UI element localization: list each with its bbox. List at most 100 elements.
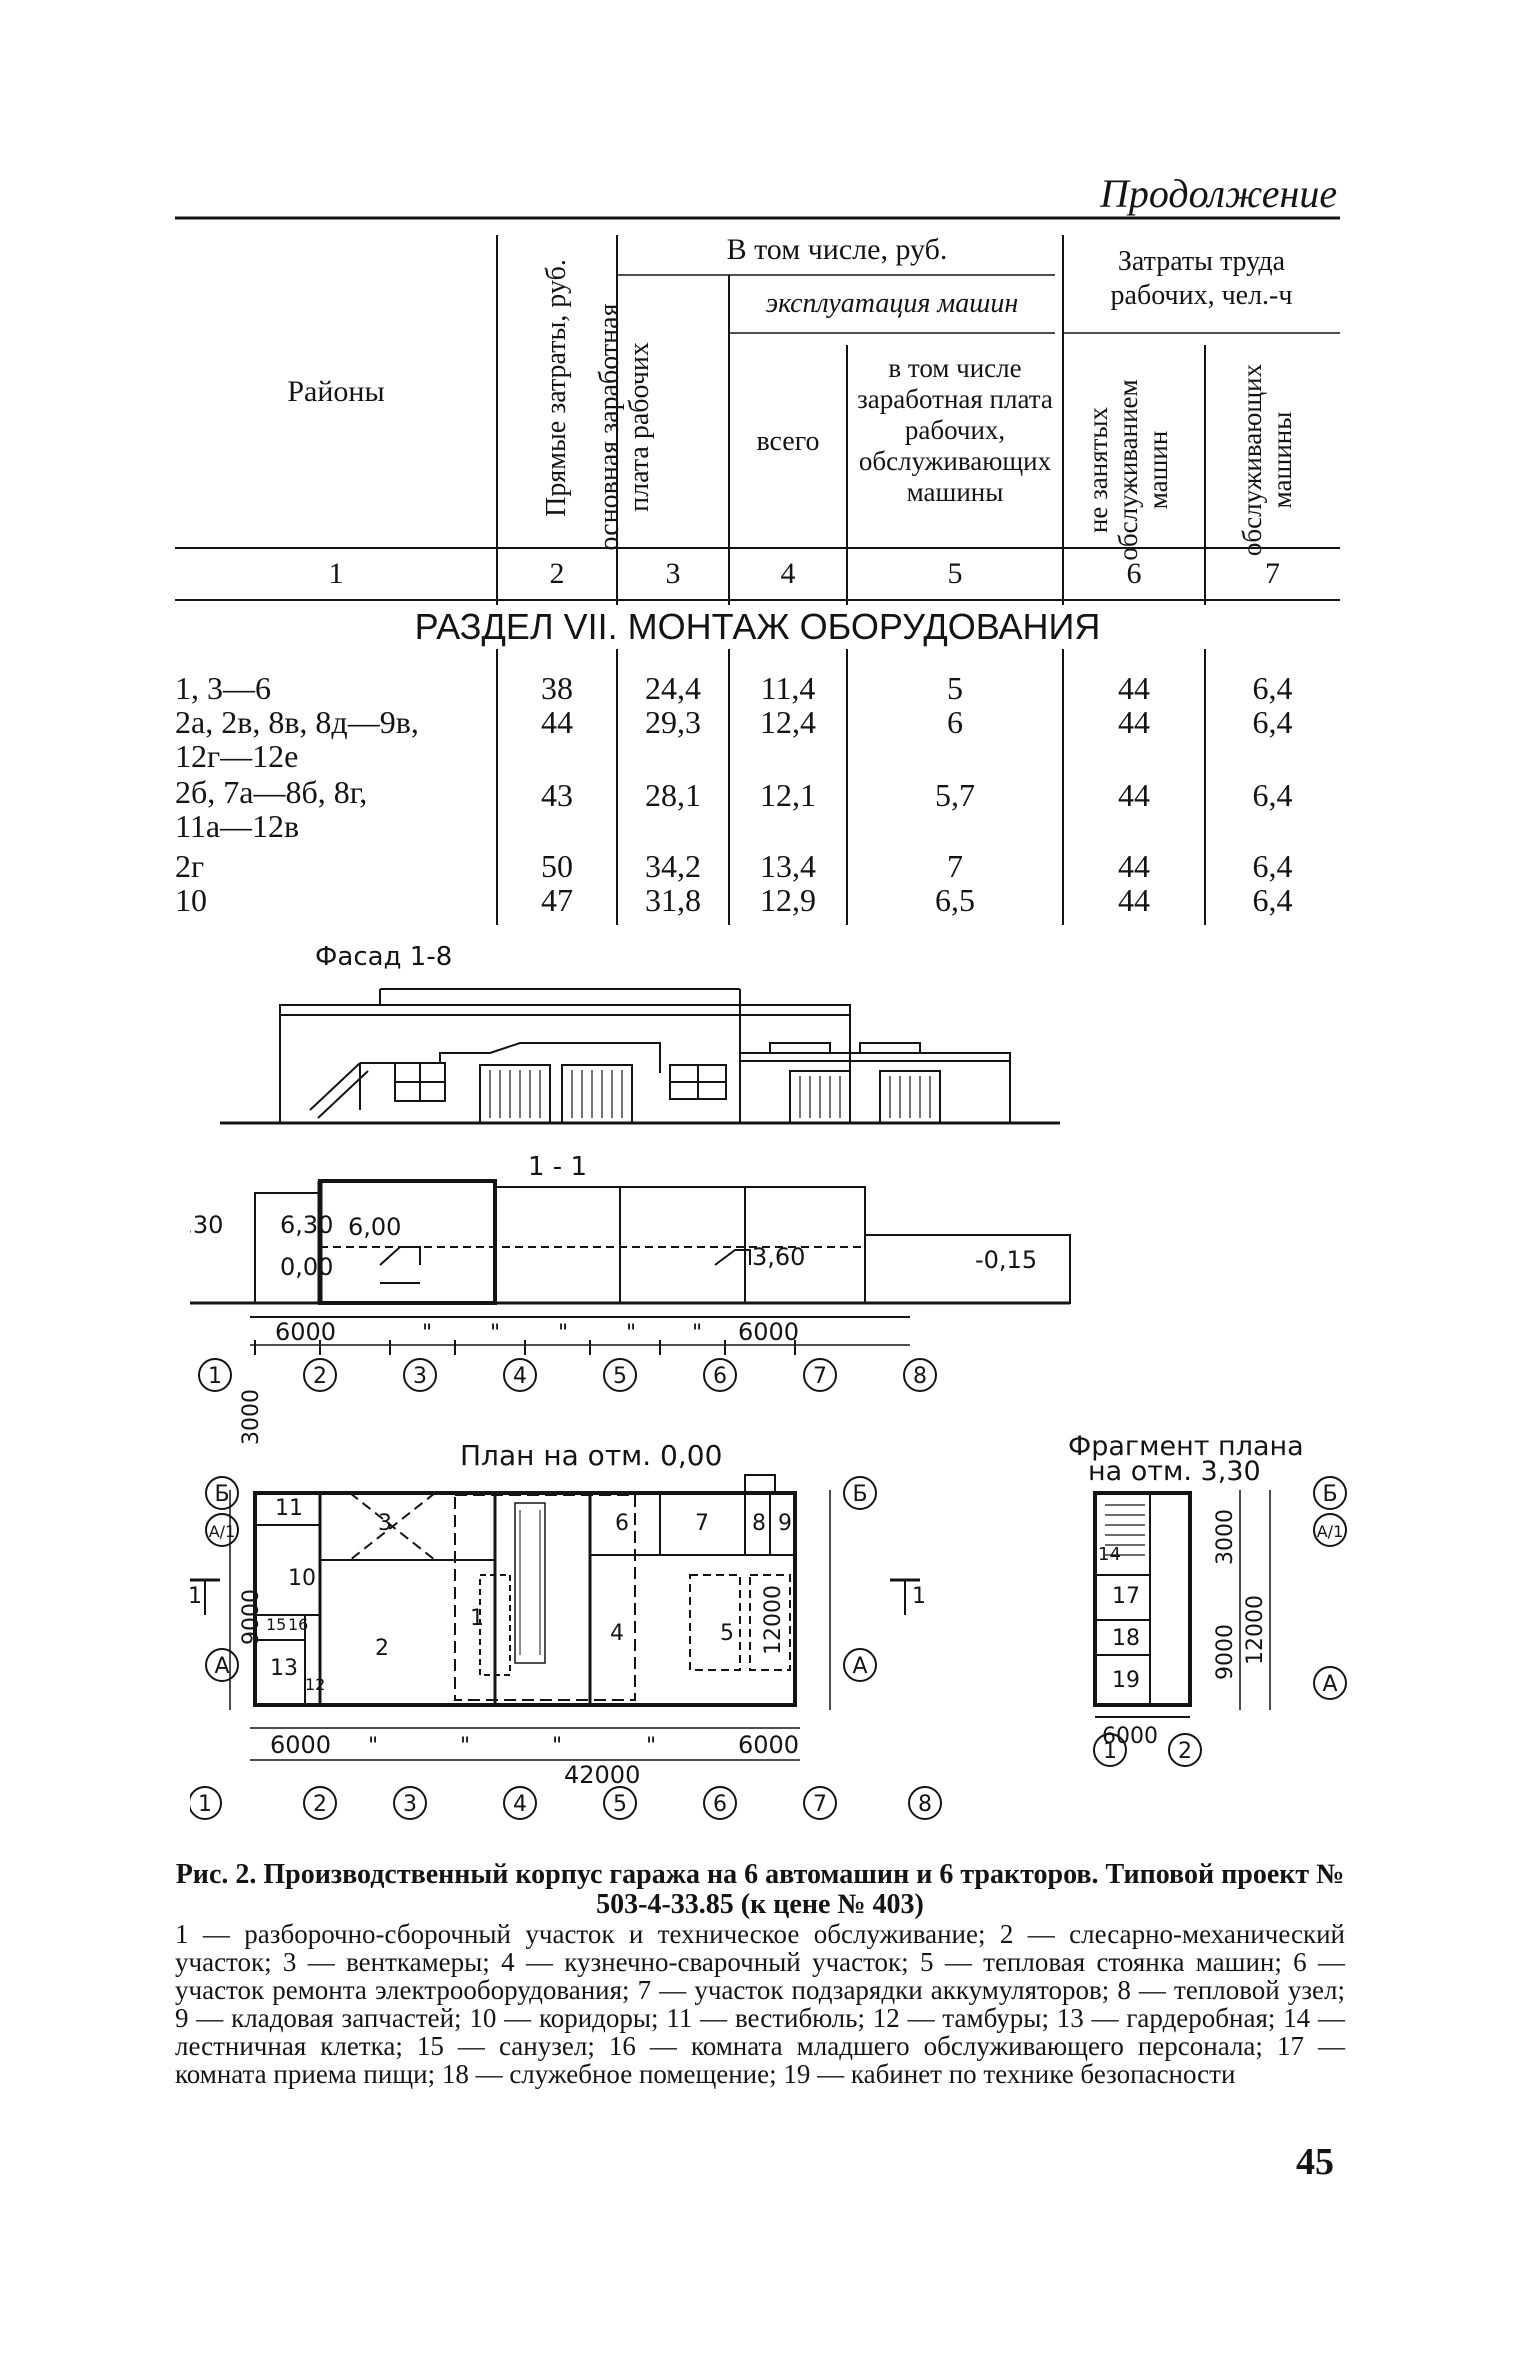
axis-label: 2 [313,1792,327,1817]
table-cell: 50 [541,848,573,884]
plan-drawing [253,1474,797,1707]
dim-label: 6000 [270,1731,331,1759]
dim-label: 6000 [738,1318,799,1346]
dim-label: 6000 [1102,1724,1158,1749]
room-label: 9 [778,1511,792,1536]
table-rules [175,216,1340,925]
axis-label: А [852,1654,867,1679]
header-machine-wage: в том числе заработная плата рабочих, об… [857,353,1053,507]
dim-label: " [422,1321,432,1346]
axis-label: Б [1322,1482,1337,1507]
room-label: 14 [1098,1544,1121,1565]
facade-drawing [220,988,1060,1125]
header-machine-labor: обслуживающих машины [1237,363,1297,557]
section-drawing [190,1179,1071,1318]
axis-label: 5 [613,1792,627,1817]
dim-label: 9000 [239,1589,264,1645]
room-label: 1 [470,1606,484,1631]
col-number: 2 [549,557,565,590]
room-labels: 1 2 3 4 5 6 7 8 9 10 11 12 13 14 15 16 1… [266,1496,1140,1694]
table-cell: 13,4 [760,848,816,884]
continuation-label: Продолжение [1100,171,1338,216]
header-total: всего [756,426,820,457]
cost-table: Районы Прямые затраты, руб. В том числе,… [175,215,1340,925]
elev-label: 6,00 [348,1213,401,1241]
table-cell: 44 [541,704,573,740]
cut-label: 1 [912,1584,926,1609]
fragment-title: Фрагмент плана [1068,1431,1304,1462]
elev-label: 6,30 [280,1211,333,1239]
axis-label: 6 [713,1364,727,1389]
room-label: 12 [305,1675,325,1694]
fragment-title: на отм. 3,30 [1088,1456,1261,1487]
table-row-region: 10 [175,882,207,918]
dim-label: " [626,1321,636,1346]
table-cell: 6 [947,704,963,740]
axis-label: 2 [1178,1739,1192,1764]
axis-label: 3 [413,1364,427,1389]
axis-label: 3 [403,1792,417,1817]
header-labor: Затраты труда рабочих, чел.-ч [1110,246,1293,311]
col-number: 7 [1265,557,1280,590]
room-label: 5 [720,1621,734,1646]
room-label: 18 [1112,1626,1140,1651]
table-cell: 5 [947,670,963,706]
room-label: 6 [615,1511,629,1536]
axis-label: 5 [613,1364,627,1389]
table-cell: 6,5 [935,882,975,918]
axis-label: 1 [198,1792,212,1817]
dim-label: 12000 [1243,1595,1268,1665]
page-number: 45 [1296,2141,1334,2183]
table-cell: 43 [541,777,573,813]
table-row-region: 2б, 7а—8б, 8г, [175,774,368,810]
table-cell: 6,4 [1252,848,1293,884]
col-number: 5 [947,557,963,590]
header-including: В том числе, руб. [726,233,948,266]
table-cell: 44 [1118,670,1150,706]
room-label: 11 [275,1496,303,1521]
dim-label: 42000 [564,1761,640,1789]
room-label: 7 [695,1511,709,1536]
dim-label: 6000 [275,1318,336,1346]
room-label: 19 [1112,1668,1140,1693]
col-number: 6 [1126,557,1142,590]
dim-label: " [368,1734,378,1759]
dim-label: " [552,1734,562,1759]
dim-label: 3000 [1213,1509,1238,1565]
elev-label: 0,00 [280,1253,333,1281]
col-number: 3 [665,557,681,590]
dim-label: " [646,1734,656,1759]
table-cell: 44 [1118,704,1150,740]
axis-label: 6 [713,1792,727,1817]
col-number: 4 [780,557,796,590]
axis-label: А/1 [1317,1522,1344,1541]
elev-label: -0,15 [975,1246,1037,1274]
fragment-plan-drawing [1093,1491,1192,1718]
dim-label: 12000 [761,1585,786,1655]
axis-label: 4 [513,1364,527,1389]
table-cell: 5,7 [935,777,975,813]
room-label: 17 [1112,1584,1140,1609]
room-label: 2 [375,1636,389,1661]
table-row-region: 1, 3—6 [175,670,271,706]
dim-label: 3000 [239,1389,264,1445]
axis-label: 4 [513,1792,527,1817]
room-label: 15 [266,1615,286,1634]
plan-title: План на отм. 0,00 [460,1439,722,1472]
header-machine-operation: эксплуатация машин [765,288,1019,319]
axis-label: Б [852,1482,867,1507]
table-cell: 12,4 [760,704,816,740]
table-cell: 11,4 [760,670,816,706]
axis-label: 1 [208,1364,222,1389]
header-main-wage: основная заработная плата рабочих [594,303,655,551]
dim-label: 6000 [738,1731,799,1759]
table-cell: 44 [1118,777,1150,813]
dim-label: " [490,1321,500,1346]
table-cell: 12,1 [760,777,816,813]
dim-label: " [460,1734,470,1759]
axis-label: 2 [313,1364,327,1389]
room-label: 10 [288,1566,316,1591]
table-cell: 44 [1118,882,1150,918]
header-direct-costs: Прямые затраты, руб. [541,259,572,517]
header-regions: Районы [287,375,385,408]
